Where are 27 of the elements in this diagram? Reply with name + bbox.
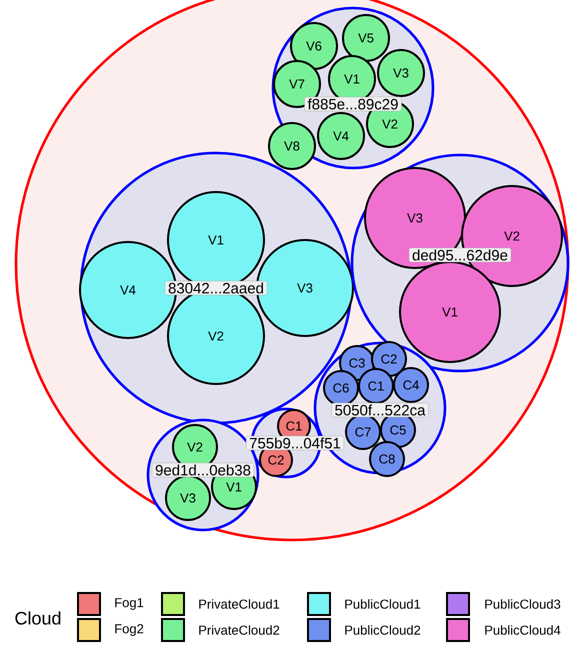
legend-label: PrivateCloud2 — [199, 625, 280, 635]
circle-node: C8 — [369, 441, 405, 477]
circle-node: V1 — [399, 261, 501, 363]
circle-node: C7 — [345, 414, 381, 450]
legend-label: PublicCloud2 — [345, 625, 420, 635]
circle-node: V5 — [342, 14, 390, 62]
circle-node: V6 — [290, 22, 338, 70]
legend-title: Cloud — [15, 611, 60, 625]
circle-node: V8 — [268, 122, 316, 170]
circle-node: V4 — [317, 112, 365, 160]
id-label: ded95...62d9e — [408, 248, 512, 262]
id-label: f885e...89c29 — [304, 96, 402, 112]
legend-label: PublicCloud1 — [345, 599, 420, 609]
id-label: 83042...2aaed — [164, 280, 268, 296]
circle-node: V3 — [165, 475, 211, 521]
id-label: 755b9...04f51 — [246, 436, 344, 450]
circle-node: V3 — [377, 49, 425, 97]
legend-label: Fog1 — [115, 598, 144, 610]
legend-label: PublicCloud4 — [485, 625, 560, 635]
legend-label: PrivateCloud1 — [199, 599, 280, 609]
circle-node: C1 — [358, 368, 394, 404]
legend-label: PublicCloud3 — [485, 599, 560, 609]
circle-node: C6 — [323, 370, 359, 406]
circle-node: C4 — [393, 367, 429, 403]
legend-label: Fog2 — [115, 624, 144, 636]
id-label: 9ed1d...0eb38 — [152, 462, 254, 478]
id-label: 5050f...522ca — [331, 402, 429, 418]
